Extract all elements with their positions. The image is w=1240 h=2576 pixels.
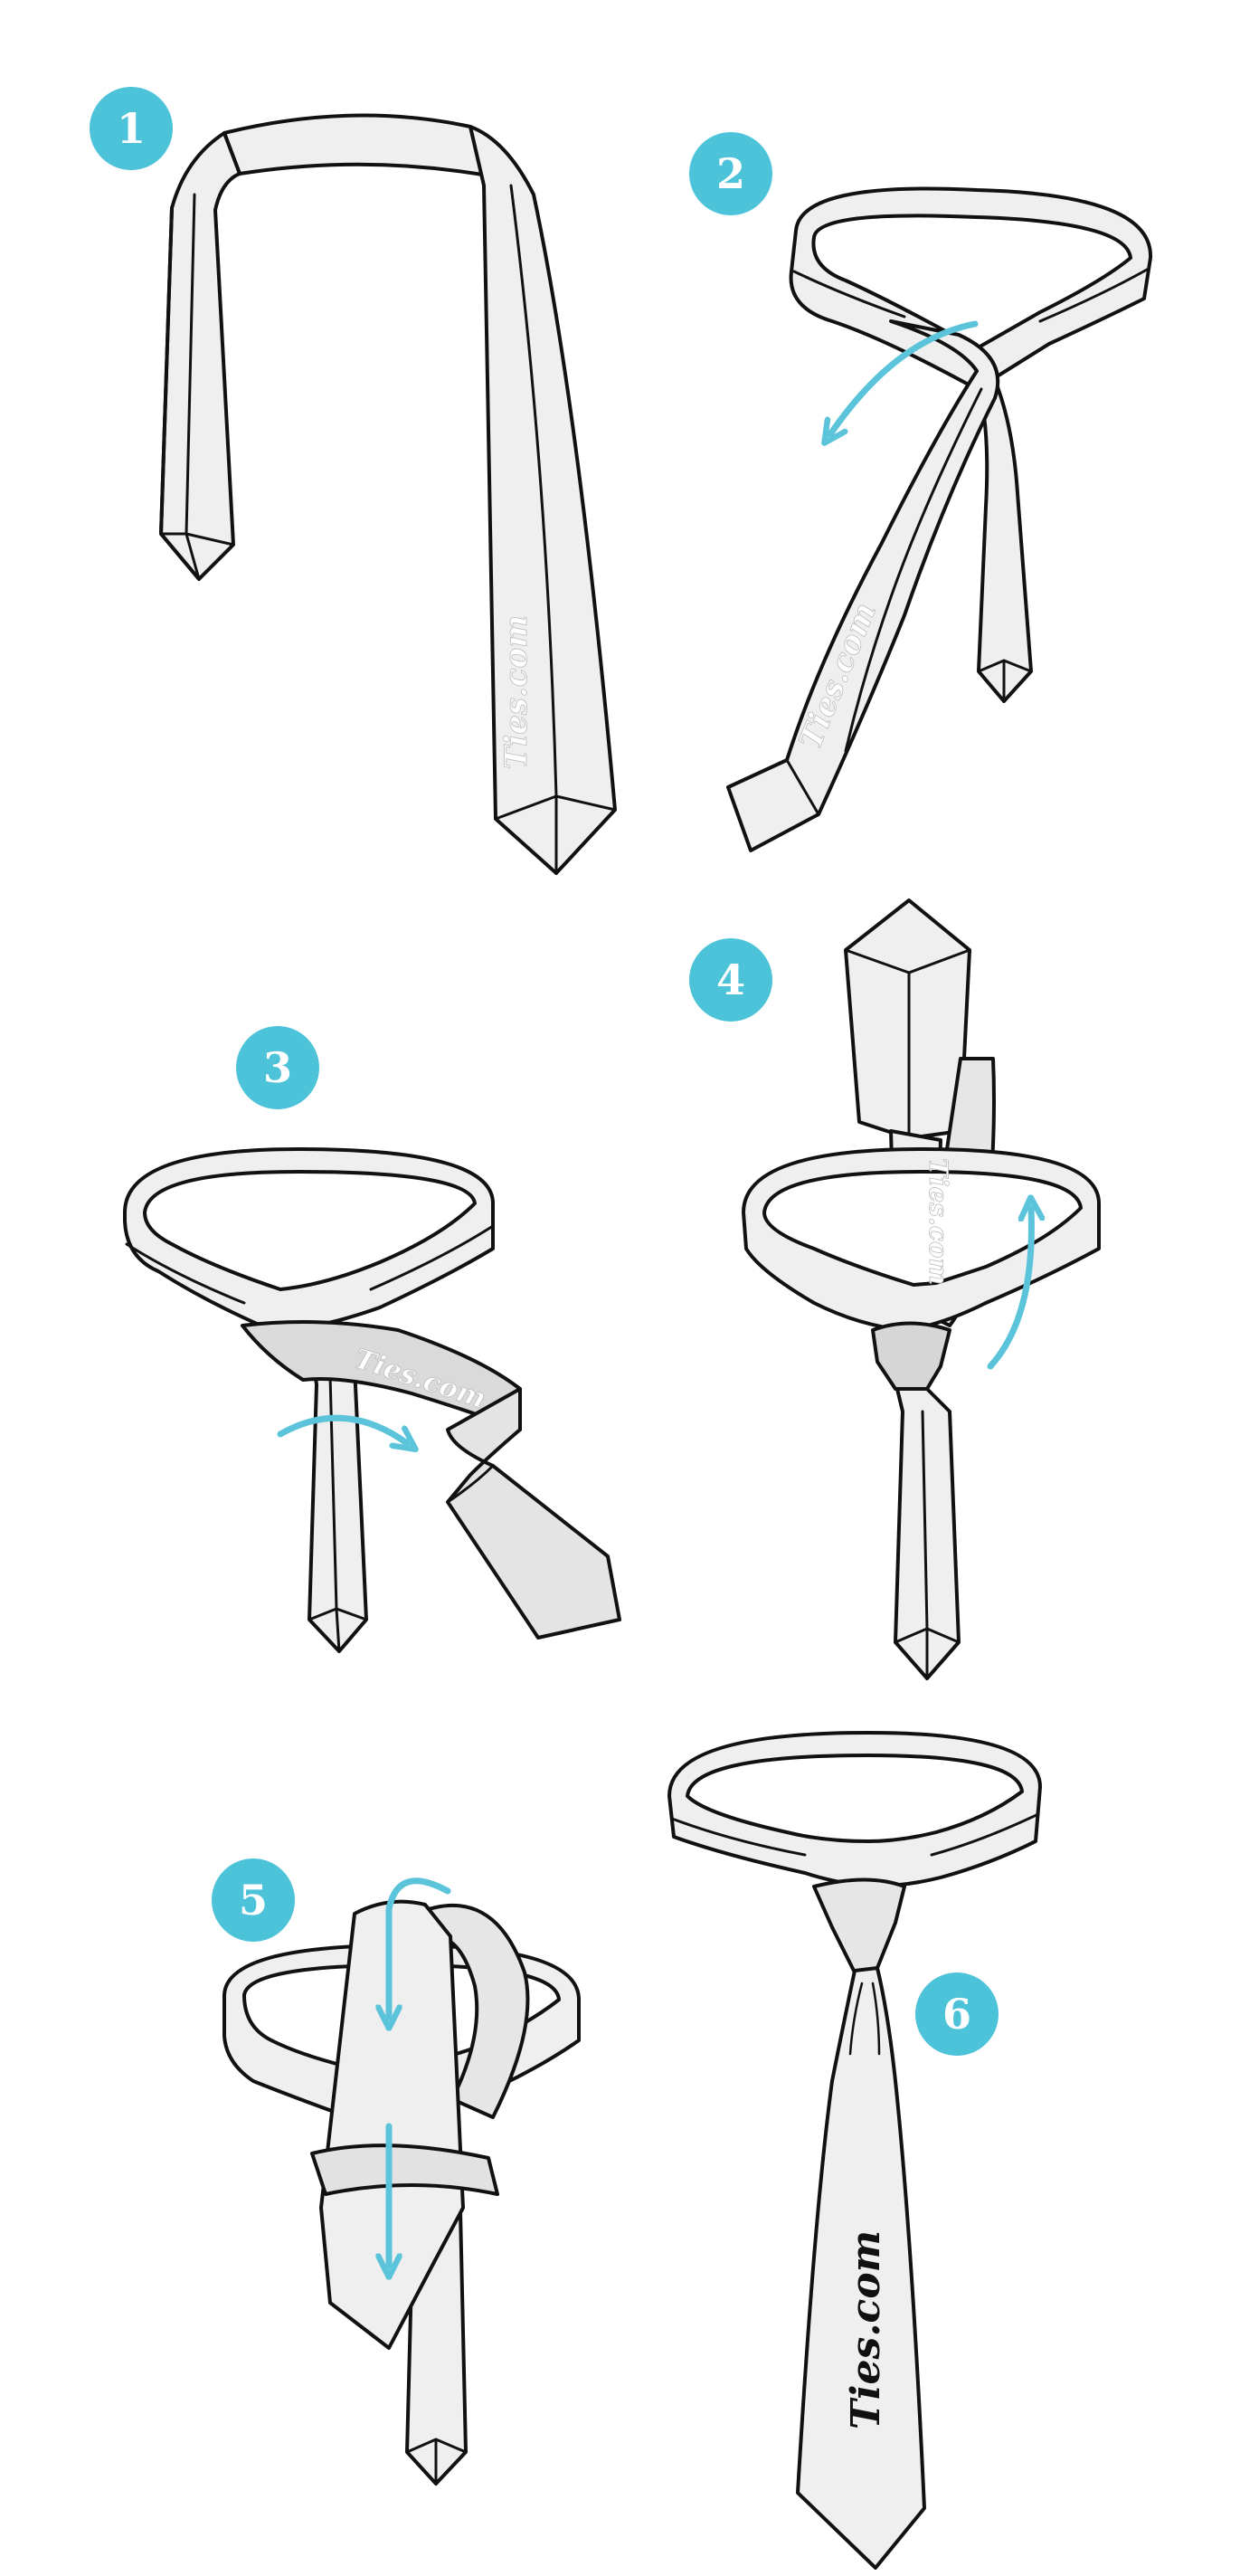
step-1-watermark: Ties.com [498,615,535,769]
step-2-number: 2 [716,149,745,198]
step-1-badge: 1 [90,87,173,170]
step-5-number: 5 [239,1876,268,1925]
step-1-illustration [159,113,617,875]
step-5-illustration [222,1877,581,2486]
step-2-illustration [726,186,1153,852]
step-3-badge: 3 [236,1026,319,1109]
step-5-arrow-top-icon [389,1877,451,2018]
step-4-watermark: Ties.com [923,1158,953,1285]
step-1-narrow-end [159,131,241,581]
step-1-number: 1 [117,104,146,153]
step-2-badge: 2 [689,132,772,215]
step-2-arrow-icon [830,320,979,434]
step-2-narrow-end [975,378,1033,703]
step-3-wide-end [446,1387,621,1640]
step-4-badge: 4 [689,938,772,1022]
step-4-knot [871,1321,951,1391]
step-6-number: 6 [942,1990,971,2039]
step-6-illustration [667,1731,1042,2570]
step-5-badge: 5 [212,1858,295,1942]
step-4-number: 4 [716,955,745,1004]
step-3-illustration [123,1147,621,1653]
step-6-watermark: Ties.com [843,2230,889,2429]
step-4-arrow-icon [987,1208,1031,1370]
step-6-blade [796,1966,926,2570]
step-3-arrow-icon [277,1414,407,1443]
step-6-badge: 6 [915,1972,999,2056]
step-6-knot [812,1877,906,1974]
step-2-wide-end [726,319,1000,852]
step-5-wide-end [319,1899,465,2350]
step-3-number: 3 [263,1043,292,1092]
step-4-narrow-end [894,1387,961,1680]
step-5-band [310,2143,499,2196]
step-4-illustration [742,898,1101,1680]
